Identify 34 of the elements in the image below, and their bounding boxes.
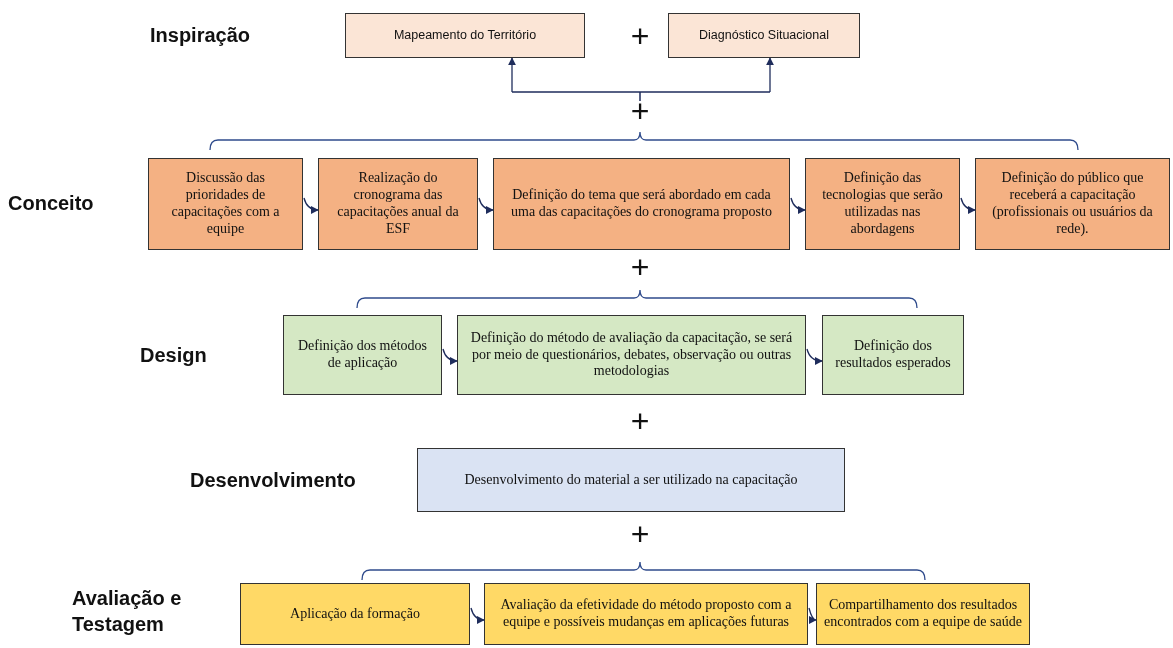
stage-title: Design bbox=[140, 343, 208, 368]
arrow bbox=[766, 57, 774, 93]
plus-sign: + bbox=[629, 20, 651, 52]
process-box: Realização do cronograma das capacitações anual da ESF bbox=[318, 158, 478, 250]
arrow bbox=[808, 607, 817, 623]
stage-title: Desenvolvimento bbox=[190, 468, 357, 493]
process-box: Avaliação da efetividade do método proposto com a equipe e possíveis mudanças em aplicações futuras bbox=[484, 583, 808, 645]
process-box: Definição do tema que será abordado em cada uma das capacitações do cronograma proposto bbox=[493, 158, 790, 250]
plus-sign: + bbox=[629, 518, 651, 550]
arrow bbox=[960, 197, 976, 214]
process-box: Diagnóstico Situacional bbox=[668, 13, 860, 58]
plus-sign: + bbox=[629, 251, 651, 283]
plus-sign: + bbox=[629, 405, 651, 437]
process-box: Definição das tecnologias que serão utilizadas nas abordagens bbox=[805, 158, 960, 250]
process-box: Definição do público que receberá a capacitação (profissionais ou usuários da rede). bbox=[975, 158, 1170, 250]
process-box: Definição dos métodos de aplicação bbox=[283, 315, 442, 395]
stage-title: Conceito bbox=[8, 191, 95, 216]
arrow bbox=[508, 57, 516, 93]
plus-sign: + bbox=[629, 95, 651, 127]
arrow bbox=[303, 197, 319, 214]
process-box: Desenvolvimento do material a ser utilizado na capacitação bbox=[417, 448, 845, 512]
process-box: Aplicação da formação bbox=[240, 583, 470, 645]
stage-title: Inspiração bbox=[150, 23, 252, 48]
stage-title: Avaliação e Testagem bbox=[72, 586, 183, 637]
arrow bbox=[478, 197, 494, 214]
arrow bbox=[790, 197, 806, 214]
process-box: Compartilhamento dos resultados encontrados com a equipe de saúde bbox=[816, 583, 1030, 645]
arrow bbox=[470, 607, 485, 624]
arrow bbox=[442, 348, 458, 365]
process-box: Definição dos resultados esperados bbox=[822, 315, 964, 395]
process-box: Discussão das prioridades de capacitações com a equipe bbox=[148, 158, 303, 250]
arrow bbox=[806, 348, 823, 365]
process-box: Mapeamento do Território bbox=[345, 13, 585, 58]
process-box: Definição do método de avaliação da capacitação, se será por meio de questionários, debates, observação ou outras metodologias bbox=[457, 315, 806, 395]
